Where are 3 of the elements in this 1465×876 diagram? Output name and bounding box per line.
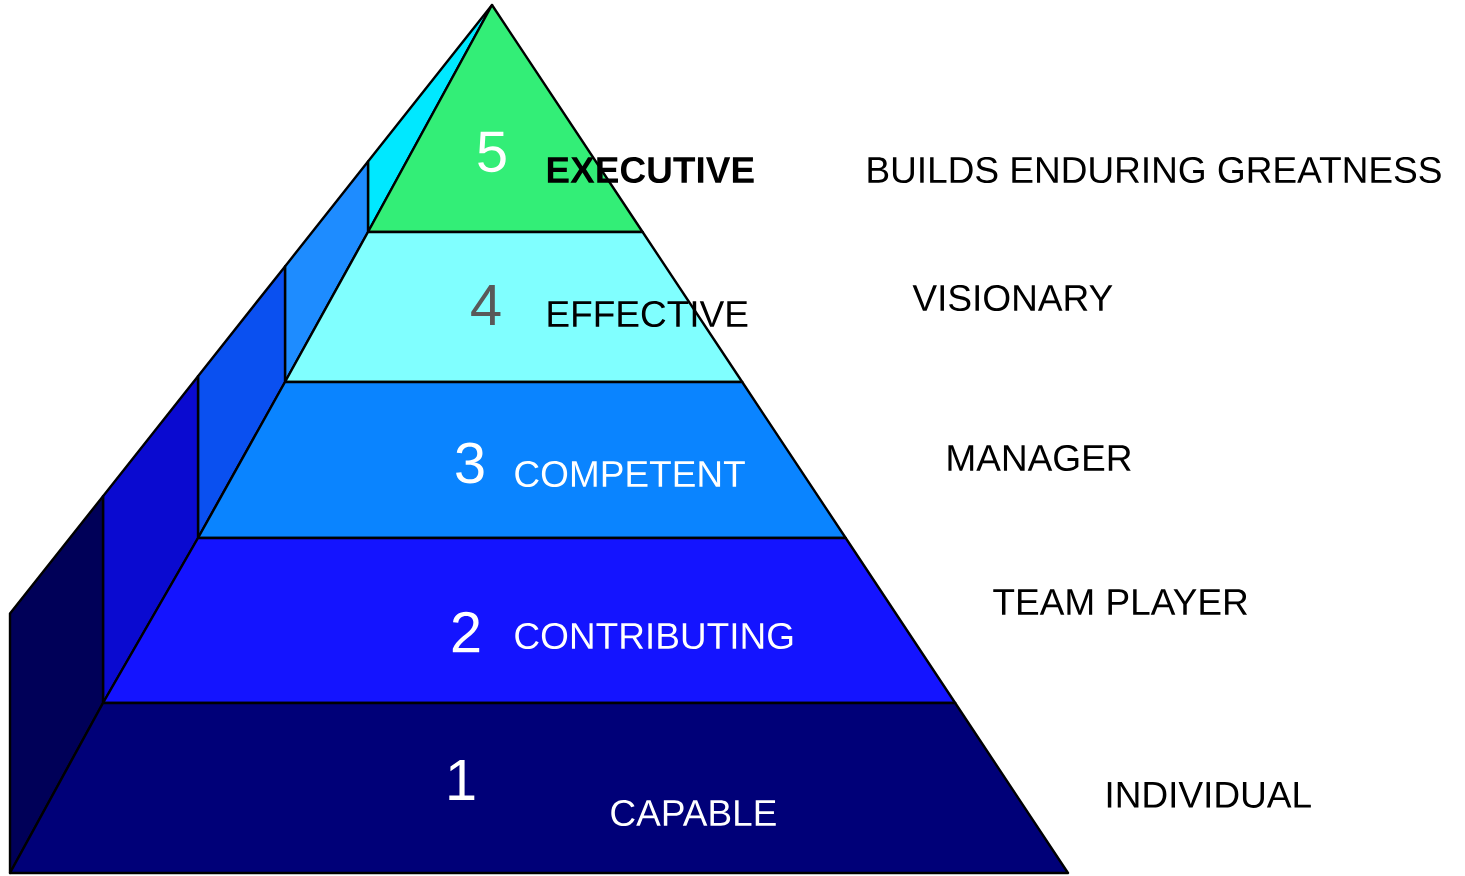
level-description: VISIONARY	[912, 284, 1113, 312]
level-description: INDIVIDUAL	[1107, 782, 1311, 808]
level-description: BUILDS ENDURING GREATNESS	[868, 156, 1441, 184]
